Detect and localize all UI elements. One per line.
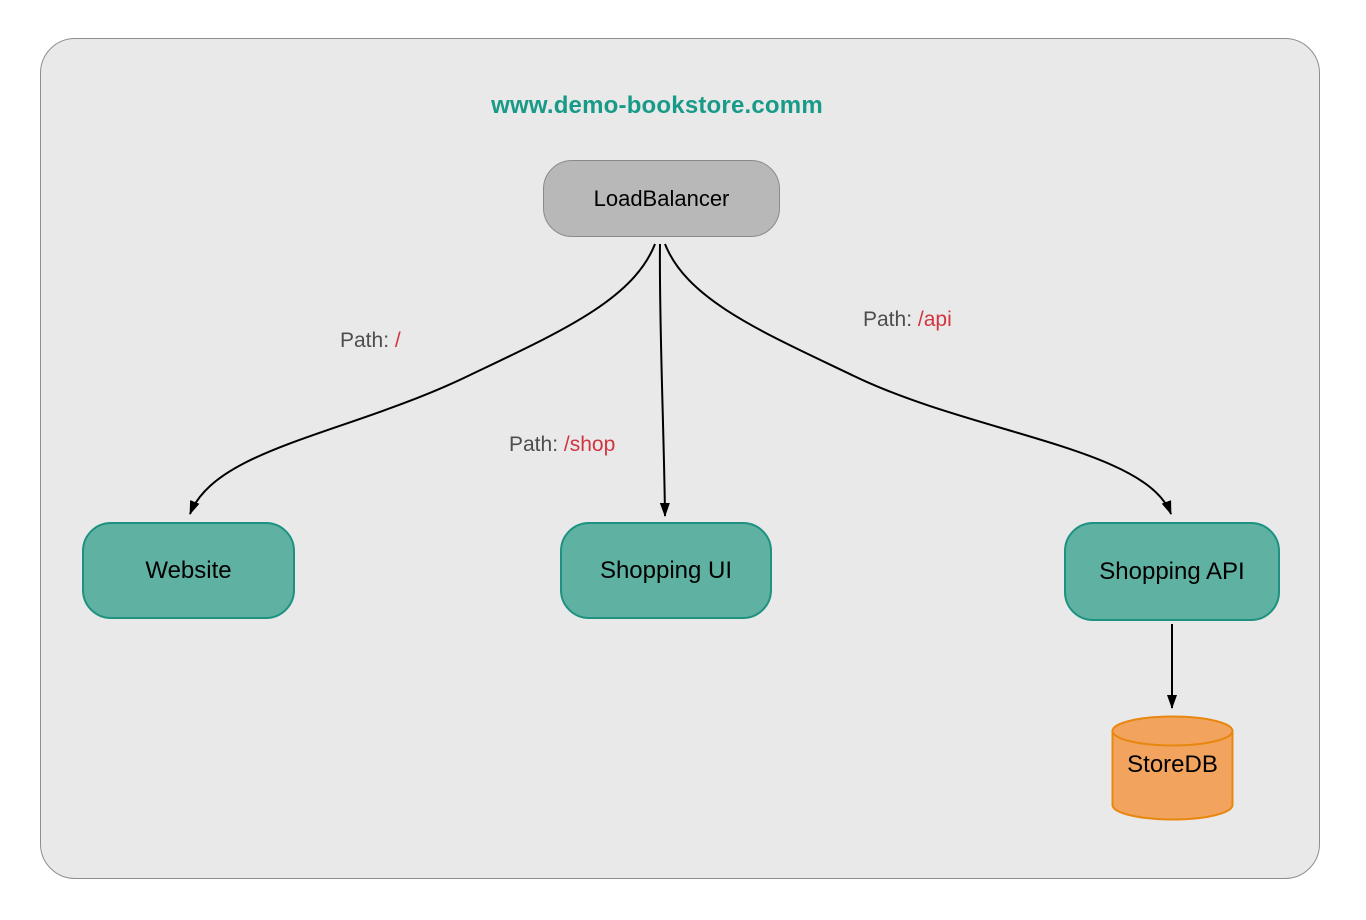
node-shopping-api: Shopping API [1064,522,1280,621]
node-storedb: StoreDB [1111,715,1234,821]
path-label-prefix: Path: [863,308,918,331]
path-label-prefix: Path: [340,329,395,352]
edge-label-path-root: Path: / [340,329,401,353]
edge-label-path-shop: Path: /shop [509,433,615,457]
domain-title: www.demo-bookstore.comm [491,92,823,119]
node-shopping-ui-label: Shopping UI [599,556,733,584]
path-label-value: / [394,329,401,352]
node-website-label: Website [145,556,232,584]
edge-label-path-api: Path: /api [863,308,952,332]
path-label-value: /api [917,308,952,331]
path-label-value: /shop [563,433,616,456]
node-website: Website [82,522,295,619]
node-shopping-ui: Shopping UI [560,522,772,619]
node-storedb-label: StoreDB [1127,751,1218,778]
path-label-prefix: Path: [509,433,564,456]
database-cylinder-icon [1111,715,1234,821]
node-load-balancer: LoadBalancer [543,160,780,237]
node-shopping-api-label: Shopping API [1099,557,1245,585]
node-load-balancer-label: LoadBalancer [593,185,730,211]
